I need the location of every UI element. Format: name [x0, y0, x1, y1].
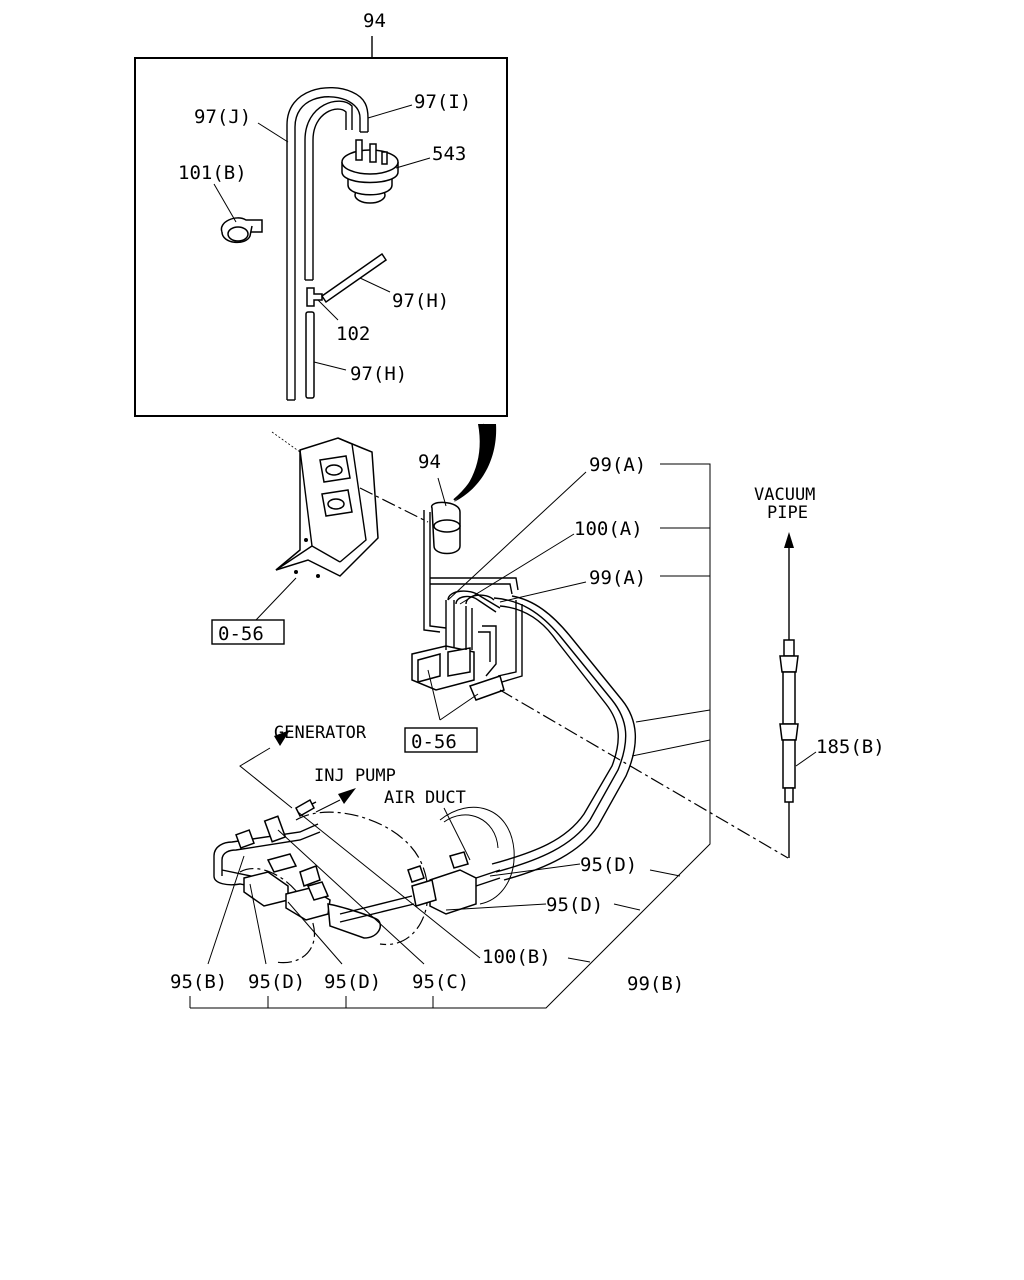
clip-101b-label: 101(B) — [178, 162, 247, 184]
bracket-0-56-left-box — [211, 619, 285, 645]
valve-543-label: 543 — [432, 143, 466, 165]
hose-100a-label: 100(A) — [574, 518, 643, 540]
hose-95d-bottom-2-label: 95(D) — [324, 971, 381, 993]
valve-94-label: 94 — [418, 451, 441, 473]
hose-95d-right-lower-label: 95(D) — [546, 894, 603, 916]
hose-95c-label: 95(C) — [412, 971, 469, 993]
vacuum-pipe-label-line2: PIPE — [767, 503, 808, 523]
callout-frame — [189, 463, 711, 1009]
inj-pump-label: INJ PUMP — [314, 766, 396, 786]
hose-100b-label: 100(B) — [482, 946, 551, 968]
vacuum-pipe-drawing — [779, 532, 817, 858]
detail-inset: 94 97(J) 97(I) 101(B) 543 97(H) 102 97(H… — [134, 10, 508, 417]
connector-102-label: 102 — [336, 323, 370, 345]
generator-label: GENERATOR — [274, 723, 367, 743]
bracket-0-56-center-box — [404, 727, 478, 753]
hose-99b-label: 99(B) — [627, 973, 684, 995]
clip-101b-drawing — [220, 217, 263, 244]
hose-97j-label: 97(J) — [194, 106, 251, 128]
hose-97h-upper-label: 97(H) — [392, 290, 449, 312]
hose-97i-label: 97(I) — [414, 91, 471, 113]
lower-assembly — [207, 730, 581, 965]
valve-94-assembly — [411, 477, 789, 881]
hose-95b-label: 95(B) — [170, 971, 227, 993]
hose-95d-bottom-1-label: 95(D) — [248, 971, 305, 993]
bracket-drawing — [255, 431, 429, 621]
bracket-0-56-left-label: 0-56 — [218, 623, 264, 645]
hose-99a-top-label: 99(A) — [589, 454, 646, 476]
hose-95d-right-upper-label: 95(D) — [580, 854, 637, 876]
inset-callout-label: 94 — [363, 10, 386, 32]
air-duct-label: AIR DUCT — [384, 788, 466, 808]
valve-543-drawing — [341, 139, 399, 204]
vacuum-pipe-label-line1: VACUUM — [754, 485, 815, 505]
hose-185b-label: 185(B) — [816, 736, 885, 758]
hose-99a-mid-label: 99(A) — [589, 567, 646, 589]
hose-97h-lower-label: 97(H) — [350, 363, 407, 385]
bracket-0-56-center-label: 0-56 — [411, 731, 457, 753]
